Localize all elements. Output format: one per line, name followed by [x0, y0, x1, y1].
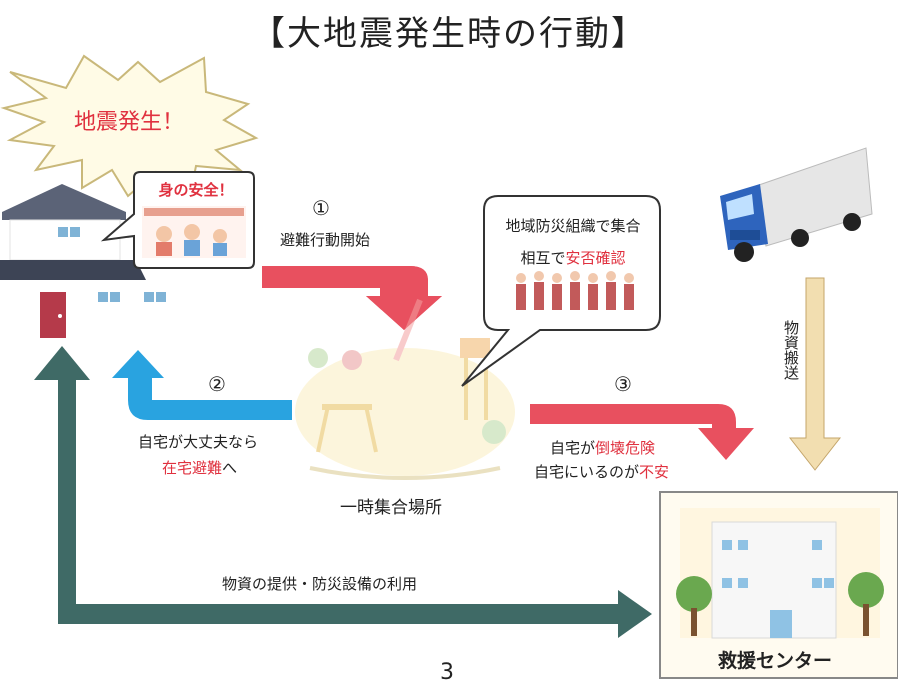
- anxiety-text: 不安: [639, 463, 670, 481]
- step1-number: ①: [312, 196, 330, 220]
- arrow-evacuation-start-body: [262, 266, 442, 330]
- assembly-bubble-line2: 相互で安否確認: [492, 246, 654, 270]
- step3-line2-prefix: 自宅にいるのが: [534, 463, 640, 481]
- assembly-bubble-line1: 地域防災組織で集合: [505, 217, 641, 235]
- safety-confirmation-text: 安否確認: [565, 249, 626, 267]
- step3-line1-prefix: 自宅が: [550, 439, 596, 457]
- explosion-burst-icon: [0, 54, 259, 198]
- page-title: 【大地震発生時の行動】: [251, 14, 647, 54]
- assembly-place-label: 一時集合場所: [340, 498, 442, 518]
- step3-line1: 自宅が倒壊危険: [550, 436, 655, 460]
- rescue-center-label: 救援センター: [718, 650, 833, 672]
- step2-line2: 在宅避難へ: [162, 456, 237, 480]
- arrow-return-home: [112, 350, 292, 420]
- step2-number: ②: [208, 372, 226, 396]
- home-evacuation-text: 在宅避難: [162, 459, 223, 477]
- step3-line2: 自宅にいるのが不安: [534, 460, 669, 484]
- rescue-center-building: [659, 491, 898, 679]
- arrow-supply-transport: [788, 277, 842, 471]
- step2-line2-suffix: へ: [222, 459, 238, 477]
- collapse-danger-text: 倒壊危険: [595, 439, 656, 457]
- house-icon: [0, 184, 166, 340]
- step1-label: 避難行動開始: [280, 231, 371, 249]
- supplies-facilities-label: 物資の提供・防災設備の利用: [222, 575, 418, 593]
- assembly-bubble-line2-prefix: 相互で: [520, 249, 566, 267]
- arrow-to-rescue-center: [530, 404, 754, 460]
- safety-bubble: [100, 171, 255, 269]
- step2-line1: 自宅が大丈夫なら: [138, 433, 259, 451]
- truck-icon: [720, 147, 873, 262]
- playground-illustration: [295, 298, 515, 480]
- step3-number: ③: [614, 372, 632, 396]
- earthquake-text: 地震発生！: [74, 110, 185, 135]
- safety-text: 身の安全！: [158, 181, 234, 199]
- arrow-supplies-facilities: [34, 346, 652, 638]
- page-number: 3: [440, 660, 454, 685]
- supply-transport-label: 物資搬送: [782, 320, 800, 380]
- assembly-bubble: [461, 195, 661, 387]
